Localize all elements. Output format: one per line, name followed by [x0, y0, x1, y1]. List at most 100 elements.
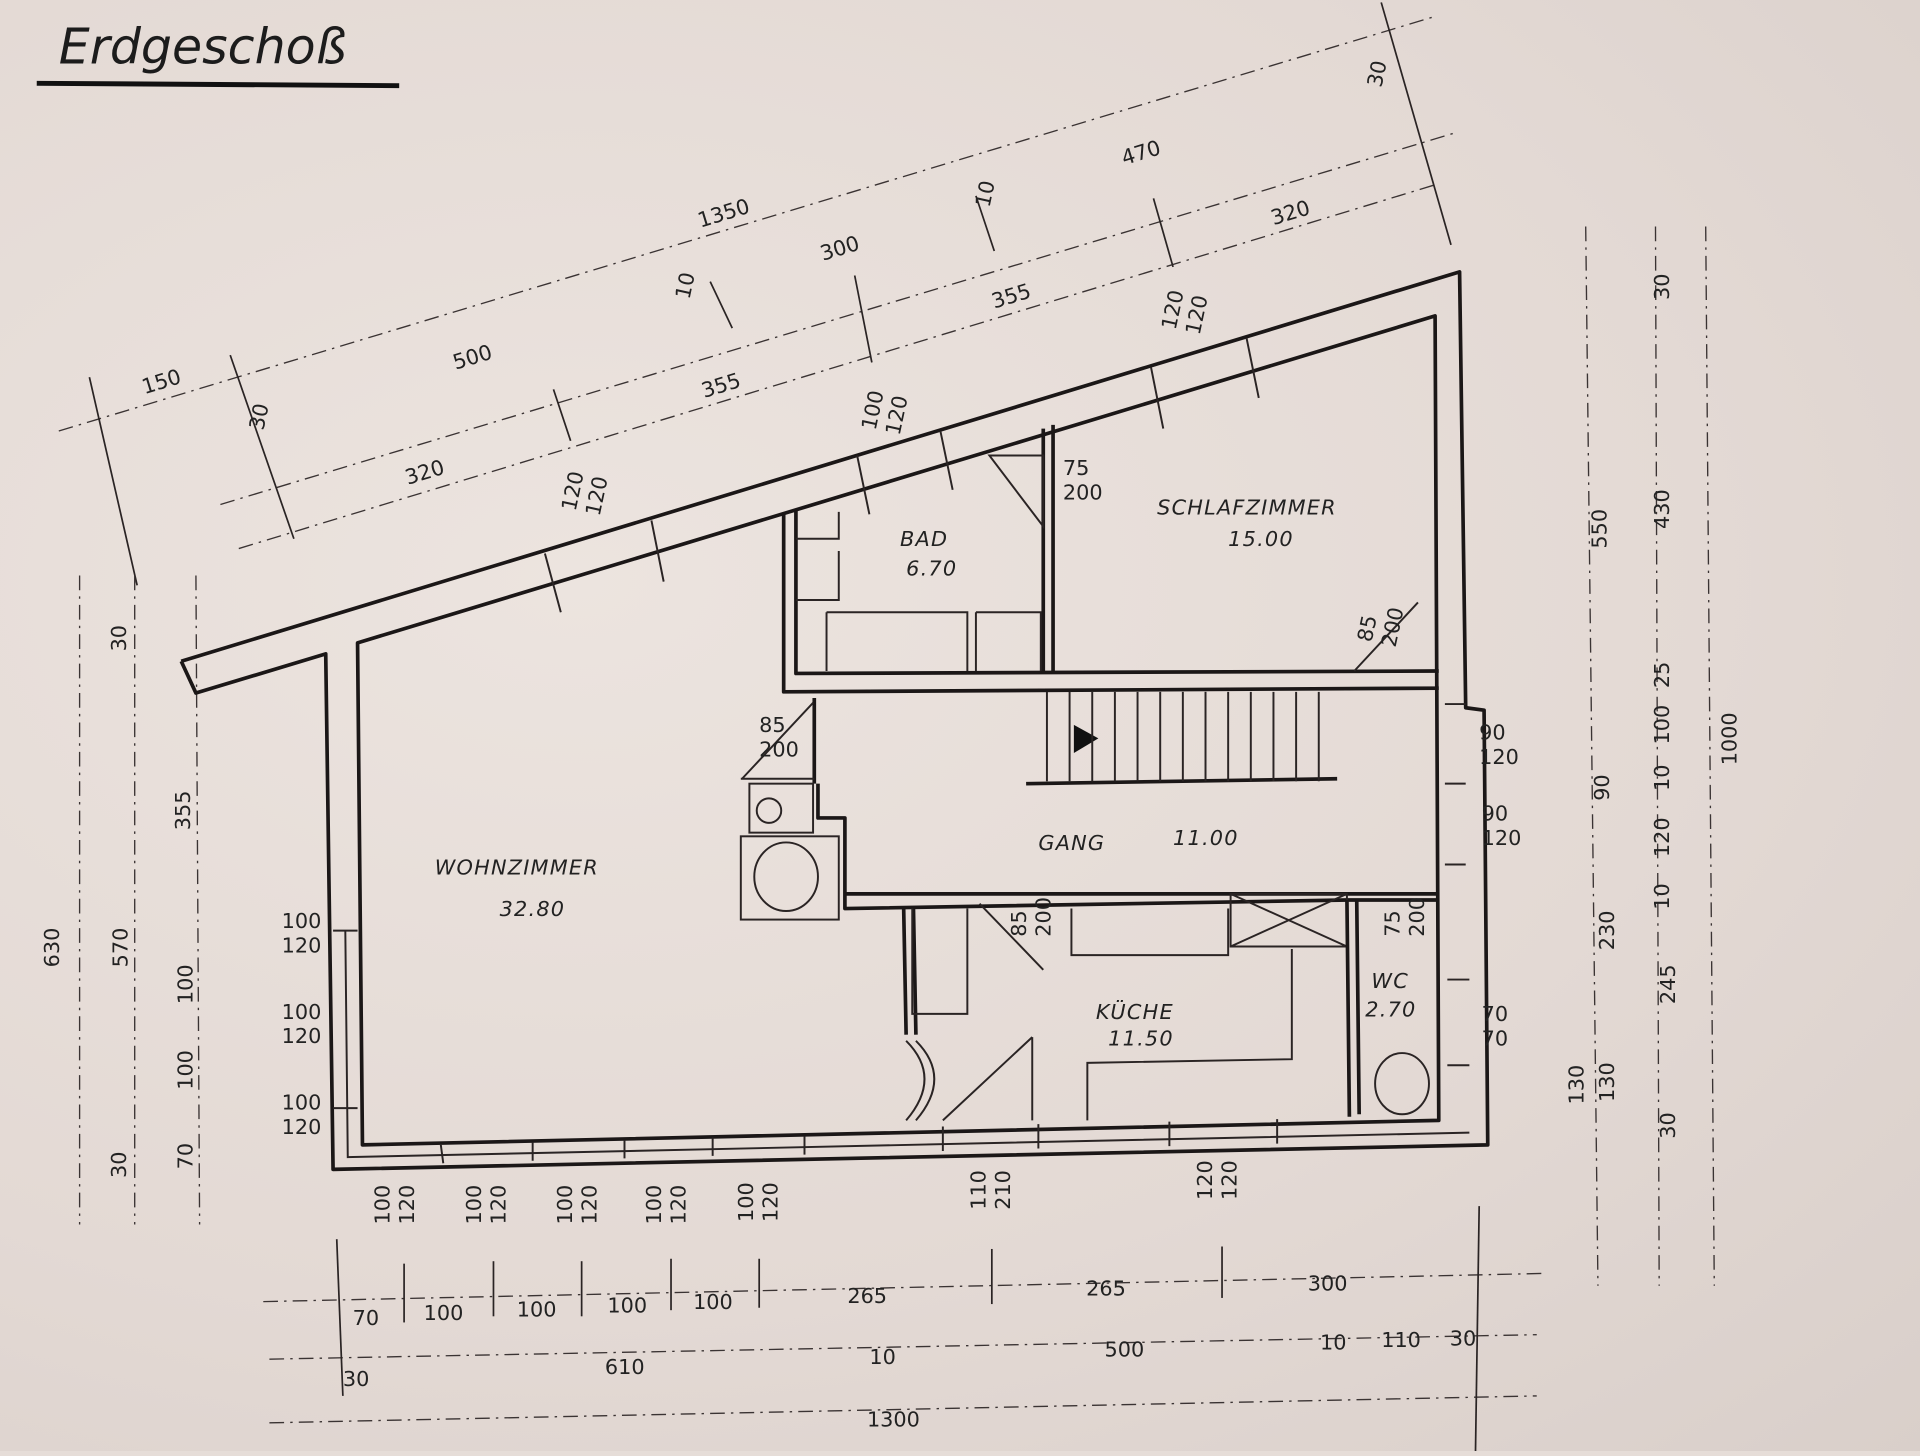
- room-area-schlafzimmer: 15.00: [1228, 527, 1294, 551]
- opening-height-label: 200: [1377, 605, 1409, 649]
- dimension-label-bottom: 300: [1308, 1272, 1348, 1296]
- dimension-label-top: 150: [139, 365, 184, 400]
- opening-width-label: 75: [1381, 910, 1405, 936]
- dimension-label-left-group: 355: [171, 790, 195, 830]
- dimension-label-left-group: 630: [40, 928, 64, 968]
- dimension-label-top: 10: [671, 270, 700, 301]
- dimension-label-top: 1350: [695, 194, 753, 232]
- opening-height-label: 120: [667, 1185, 691, 1225]
- opening-height-label: 120: [1482, 826, 1522, 850]
- dimension-label-bottom: 110: [1381, 1328, 1421, 1352]
- dimension-label-right: 120: [1650, 817, 1674, 857]
- dimension-label-bottom: 30: [343, 1367, 369, 1391]
- dimension-label-left: 100: [173, 964, 197, 1004]
- opening-width-label: 85: [1353, 613, 1382, 644]
- dimension-label-bottom-group: 100: [517, 1297, 557, 1321]
- dimension-label-right-group: 90: [1590, 774, 1614, 800]
- dimension-label-right-group: 10: [1650, 883, 1674, 909]
- dimension-label-bottom-group: 300: [1308, 1272, 1348, 1296]
- dimension-label-top-group: 1350: [695, 194, 753, 232]
- dimension-label-top-group: 320: [402, 455, 447, 490]
- opening-width-label: 85: [759, 713, 785, 737]
- dimension-label-top: 470: [1119, 136, 1164, 171]
- dimension-label-bottom: 265: [847, 1284, 887, 1308]
- dimension-label-right: 430: [1650, 489, 1674, 529]
- dimension-label-bottom-group: 100: [693, 1290, 733, 1314]
- room-labels: BAD 6.70 SCHLAFZIMMER 15.00 GANG 11.00 W…: [435, 495, 1416, 1050]
- dimension-label-right-group: 245: [1656, 964, 1680, 1004]
- dimension-label-bottom: 1300: [867, 1408, 920, 1432]
- dimension-label-top-group: 10: [671, 270, 700, 301]
- dimension-label-bottom: 100: [424, 1301, 464, 1325]
- dimension-label-top-group: 30: [1363, 58, 1392, 89]
- opening-height-label: 120: [282, 1024, 322, 1048]
- dimension-label-right-group: 130: [1564, 1065, 1588, 1105]
- dimension-label-bottom-group: 10: [1320, 1330, 1346, 1354]
- dimension-label-bottom-group: 500: [1104, 1338, 1144, 1362]
- opening-width-label: 85: [1007, 910, 1031, 936]
- dimension-label-left-group: 70: [173, 1143, 197, 1169]
- dimension-label-right: 245: [1656, 964, 1680, 1004]
- staircase: [1026, 691, 1338, 786]
- dimension-label-right: 100: [1650, 705, 1674, 745]
- room-name-gang: GANG: [1038, 831, 1105, 855]
- dimension-label-bottom: 500: [1104, 1338, 1144, 1362]
- dimension-label-right-group: 30: [1650, 274, 1674, 300]
- room-name-wohnzimmer: WOHNZIMMER: [435, 855, 599, 879]
- dimension-label-bottom-group: 30: [1450, 1327, 1476, 1351]
- dimension-label-left-group: 100: [173, 1050, 197, 1090]
- dimension-label-left: 630: [40, 928, 64, 968]
- dimension-label-right-group: 550: [1588, 509, 1612, 549]
- dimension-label-bottom-group: 100: [607, 1294, 647, 1318]
- opening-width-label: 90: [1482, 801, 1508, 825]
- dimension-label-bottom-group: 110: [1381, 1328, 1421, 1352]
- dimension-label-bottom: 610: [605, 1355, 645, 1379]
- opening-height-label: 200: [1032, 897, 1056, 937]
- dimension-label-top-group: 150: [139, 365, 184, 400]
- room-name-schlafzimmer: SCHLAFZIMMER: [1157, 495, 1337, 519]
- opening-width-label: 100: [282, 909, 322, 933]
- opening-height-label: 200: [1405, 897, 1429, 937]
- dimension-label-bottom: 10: [869, 1345, 895, 1369]
- toilet-icon: [1374, 1052, 1430, 1116]
- dimension-label-bottom: 100: [693, 1290, 733, 1314]
- dimension-label-top-group: 10: [971, 178, 1000, 209]
- dimension-label-bottom: 100: [607, 1294, 647, 1318]
- dimension-label-right: 30: [1650, 274, 1674, 300]
- dimension-label-bottom: 100: [517, 1297, 557, 1321]
- dimension-label-right-group: 10: [1650, 765, 1674, 791]
- dimension-label-top: 320: [402, 455, 447, 490]
- dimension-label-top-group: 470: [1119, 136, 1164, 171]
- dimension-label-top: 500: [450, 340, 495, 375]
- dimension-label-right-group: 130: [1595, 1062, 1619, 1102]
- opening-width-label: 70: [1482, 1002, 1508, 1026]
- opening-width-label: 100: [642, 1185, 666, 1225]
- dimension-label-top-group: 30: [245, 401, 274, 432]
- dimension-label-bottom-group: 100: [424, 1301, 464, 1325]
- opening-width-label: 100: [462, 1185, 486, 1225]
- dimension-label-left: 70: [173, 1143, 197, 1169]
- opening-height-label: 70: [1482, 1027, 1508, 1051]
- dimension-label-top-group: 500: [450, 340, 495, 375]
- opening-height-label: 120: [487, 1185, 511, 1225]
- dimension-label-right-group: 230: [1595, 910, 1619, 950]
- dimension-label-right-group: 25: [1650, 662, 1674, 688]
- opening-height-label: 120: [282, 934, 322, 958]
- dimension-label-right: 30: [1656, 1112, 1680, 1138]
- dimension-label-top: 320: [1268, 196, 1313, 231]
- dimension-label-left-group: 30: [107, 1151, 131, 1177]
- dimension-label-top: 355: [699, 368, 744, 403]
- dimension-label-bottom: 10: [1320, 1330, 1346, 1354]
- dimension-label-right-group: 430: [1650, 489, 1674, 529]
